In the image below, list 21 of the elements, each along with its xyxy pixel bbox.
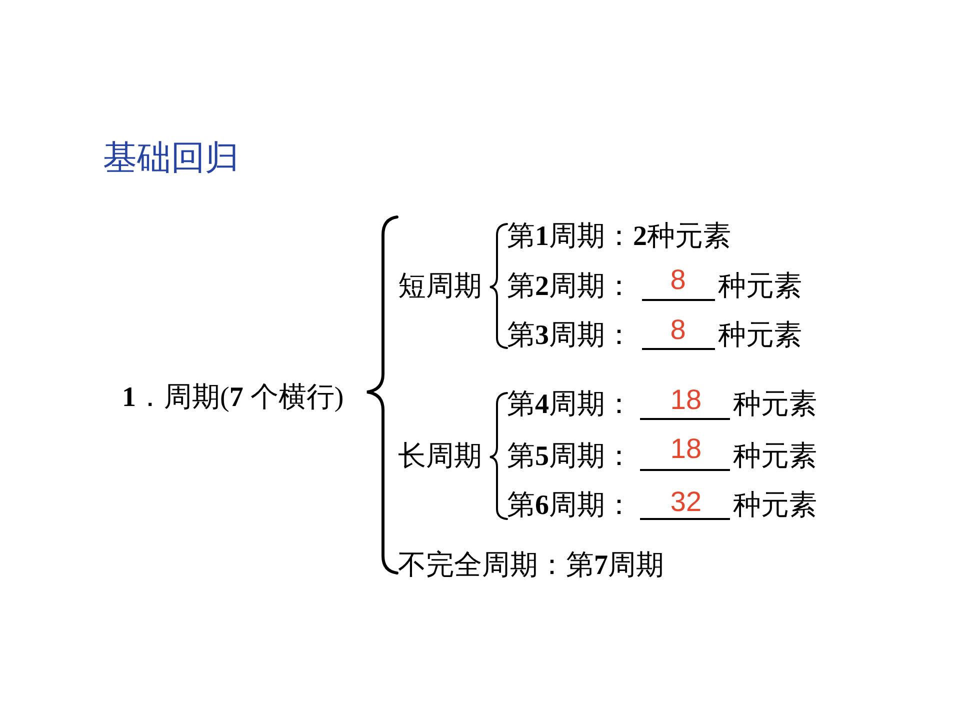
row-label: 第1周期：2种元素 xyxy=(507,222,731,252)
group-label: 1．周期(7 个横行) xyxy=(122,383,344,413)
unit-label: 种元素 xyxy=(733,390,817,420)
unit-label: 种元素 xyxy=(718,272,802,302)
answer-text: 18 xyxy=(670,434,702,464)
unit-label: 种元素 xyxy=(718,321,802,351)
answer-text: 8 xyxy=(670,265,686,295)
unit-label: 种元素 xyxy=(733,442,817,472)
row-label: 第4周期： xyxy=(507,390,633,420)
heading: 基础回归 xyxy=(103,139,239,177)
row-label: 第3周期： xyxy=(507,321,633,351)
row-label: 第6周期： xyxy=(507,491,633,521)
row-label: 第5周期： xyxy=(507,442,633,472)
group-label: 长周期 xyxy=(398,442,482,472)
row-label: 第2周期： xyxy=(507,272,633,302)
answer-text: 8 xyxy=(670,315,686,345)
group-label: 不完全周期：第7周期 xyxy=(398,551,664,581)
group-label: 短周期 xyxy=(398,272,482,302)
answer-text: 18 xyxy=(670,385,702,415)
answer-text: 32 xyxy=(670,487,702,517)
unit-label: 种元素 xyxy=(733,491,817,521)
